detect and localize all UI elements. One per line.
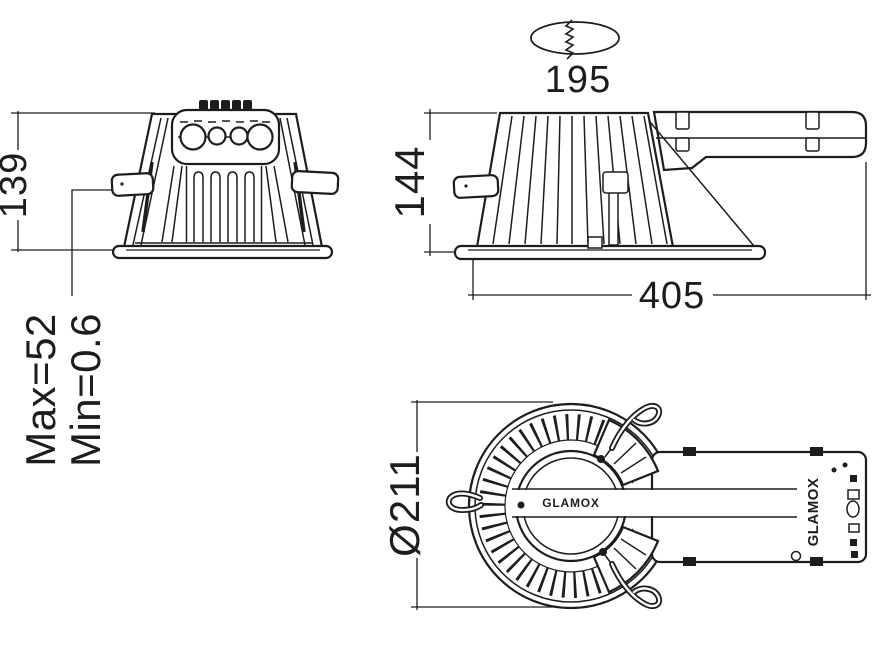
side-view-with-driver: 195 144 405: [386, 19, 871, 317]
trim-ring-side: [453, 236, 767, 261]
heatsink-side: [452, 111, 767, 261]
heatsink-fins: [135, 165, 312, 244]
dim-405-text: 405: [639, 275, 705, 317]
dim-diameter: Ø211: [381, 400, 553, 610]
dim-144-text: 144: [386, 145, 433, 218]
ceiling-cutout-icon: [530, 19, 620, 60]
brand-label: GLAMOX: [542, 496, 599, 510]
wire-clip-bottom: [609, 561, 663, 609]
dim-total-height: 144: [386, 109, 497, 256]
dim-139-text: 139: [0, 152, 35, 218]
side-view-recessed: 139 Max=52 Min=0.6: [0, 100, 340, 467]
ceiling-max-text: Max=52: [17, 313, 64, 467]
fixture-body: [110, 100, 340, 260]
ceiling-min-text: Min=0.6: [62, 313, 109, 467]
driver-box-side: [652, 110, 868, 172]
rear-view: Ø211: [381, 400, 868, 610]
spring-clip-right: [290, 170, 340, 195]
trim-ring: [111, 244, 334, 260]
spring-clip-left: [110, 172, 155, 197]
ceiling-thickness-leader: Max=52 Min=0.6: [17, 189, 113, 467]
driver-label: GLAMOX: [805, 478, 822, 547]
spring-clip-side: [452, 174, 500, 199]
dim-cutout-text: 195: [545, 59, 611, 101]
dim-recessed-height: 139: [0, 111, 155, 252]
bracket-band: [512, 488, 797, 518]
dim-total-length: 405: [468, 162, 871, 317]
dim-diameter-text: Ø211: [381, 453, 428, 557]
wire-clip-left: [445, 490, 484, 514]
gear-cap: [170, 108, 281, 166]
driver-terminals: GLAMOX: [790, 462, 860, 562]
wire-clip-top: [609, 403, 663, 451]
